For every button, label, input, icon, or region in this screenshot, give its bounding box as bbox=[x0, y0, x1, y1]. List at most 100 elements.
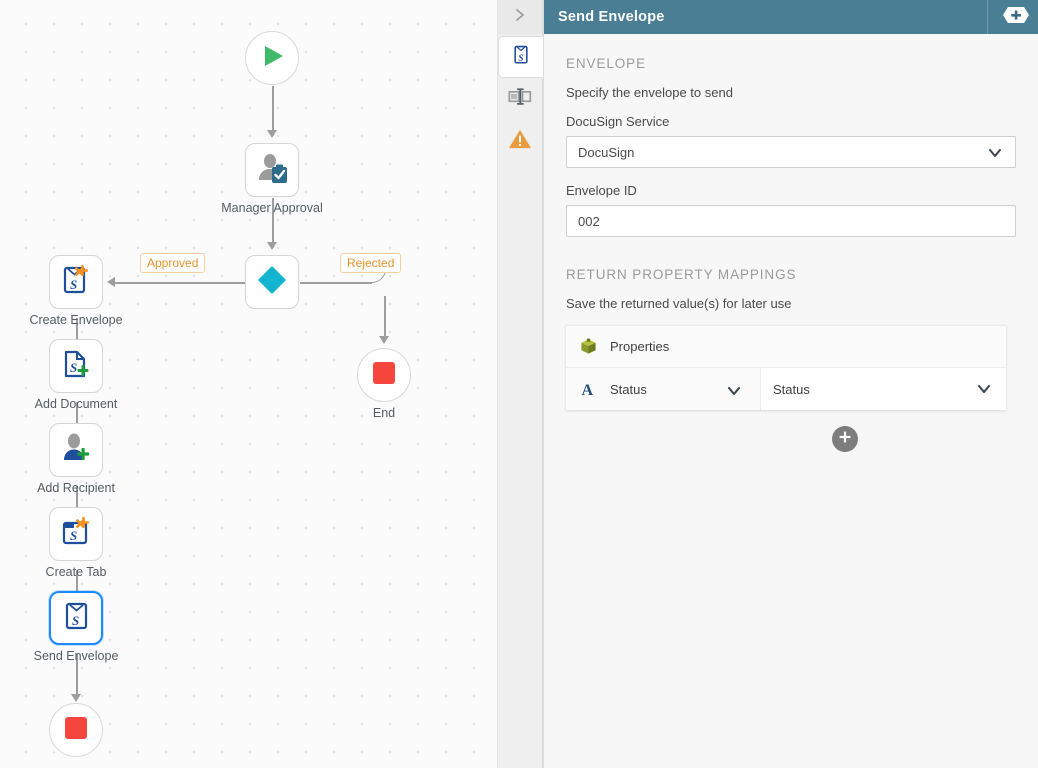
envelope-section-title: ENVELOPE bbox=[566, 56, 646, 71]
arrowhead-send-envelope-to-end bbox=[71, 694, 81, 702]
add-mapping-button[interactable] bbox=[832, 426, 858, 452]
plus-icon bbox=[837, 429, 853, 450]
node-end-rejected[interactable]: End bbox=[357, 348, 411, 420]
send-envelope-icon: S bbox=[59, 599, 93, 638]
chevron-down-icon bbox=[987, 146, 1003, 165]
envelope-id-value: 002 bbox=[578, 213, 600, 229]
mapping-source-select[interactable]: A Status bbox=[580, 380, 760, 398]
play-icon bbox=[257, 41, 287, 76]
node-add-recipient[interactable]: Add Recipient bbox=[37, 423, 115, 495]
node-end-approved[interactable] bbox=[49, 703, 103, 757]
node-label: Add Recipient bbox=[37, 481, 115, 495]
mappings-section-title: RETURN PROPERTY MAPPINGS bbox=[566, 267, 797, 282]
node-create-envelope[interactable]: S Create Envelope bbox=[29, 255, 123, 327]
node-add-document[interactable]: S Add Document bbox=[35, 339, 117, 411]
add-node-button[interactable] bbox=[987, 0, 1030, 34]
svg-text:S: S bbox=[70, 360, 77, 375]
edge-create-envelope-to-add-document bbox=[76, 318, 78, 348]
arrowhead-approval-to-decision bbox=[267, 242, 277, 250]
node-label: Create Tab bbox=[45, 565, 107, 579]
node-decision[interactable] bbox=[245, 255, 299, 309]
docusign-service-label: DocuSign Service bbox=[566, 114, 670, 129]
mappings-header-row: Properties bbox=[566, 326, 1006, 368]
envelope-section-description: Specify the envelope to send bbox=[566, 85, 733, 100]
panel-body: ENVELOPE Specify the envelope to send Do… bbox=[544, 34, 1038, 452]
panel-header: Send Envelope bbox=[544, 0, 1038, 34]
node-send-envelope[interactable]: S Send Envelope bbox=[34, 591, 118, 663]
add-document-icon: S bbox=[59, 347, 93, 386]
page-title: Send Envelope bbox=[558, 9, 665, 25]
workflow-canvas[interactable]: Manager Approval Approved Rejected End bbox=[0, 0, 497, 768]
node-create-tab[interactable]: S Create Tab bbox=[46, 507, 106, 579]
node-label: Create Envelope bbox=[29, 313, 123, 327]
node-label: Manager Approval bbox=[221, 201, 323, 215]
edge-add-recipient-to-create-tab bbox=[76, 486, 78, 516]
node-manager-approval-shape[interactable] bbox=[245, 143, 299, 197]
stop-icon bbox=[370, 359, 398, 392]
edge-create-tab-to-send-envelope bbox=[76, 570, 78, 600]
collapse-panel-button[interactable] bbox=[498, 0, 542, 34]
node-end-approved-shape[interactable] bbox=[49, 703, 103, 757]
svg-text:S: S bbox=[70, 528, 77, 543]
node-create-tab-shape[interactable]: S bbox=[49, 507, 103, 561]
chevron-down-icon bbox=[976, 382, 992, 401]
edge-decision-to-end bbox=[300, 282, 372, 284]
docusign-service-select[interactable]: DocuSign bbox=[566, 136, 1016, 168]
node-add-document-shape[interactable]: S bbox=[49, 339, 103, 393]
sidebar-item-envelope-properties[interactable]: S bbox=[498, 36, 543, 78]
svg-text:S: S bbox=[518, 52, 523, 62]
resize-properties-icon bbox=[508, 87, 532, 112]
svg-text:A: A bbox=[582, 382, 594, 398]
branch-label-approved: Approved bbox=[140, 253, 206, 273]
add-recipient-icon bbox=[59, 431, 93, 470]
user-approval-icon bbox=[255, 151, 289, 190]
edge-start-to-approval bbox=[272, 86, 274, 132]
arrowhead-start-to-approval bbox=[267, 130, 277, 138]
edge-send-envelope-to-end bbox=[76, 654, 78, 698]
branch-label-rejected: Rejected bbox=[340, 253, 402, 273]
chevron-right-icon bbox=[512, 7, 528, 28]
envelope-id-label: Envelope ID bbox=[566, 183, 637, 198]
node-add-recipient-shape[interactable] bbox=[49, 423, 103, 477]
panel-tab-rail: S bbox=[498, 36, 543, 162]
sidebar-item-warnings[interactable] bbox=[498, 120, 542, 162]
node-create-envelope-shape[interactable]: S bbox=[49, 255, 103, 309]
sidebar-item-display-properties[interactable] bbox=[498, 78, 542, 120]
node-manager-approval[interactable]: Manager Approval bbox=[221, 143, 323, 215]
edge-approval-to-decision bbox=[272, 198, 274, 244]
table-row: A Status Status bbox=[566, 368, 1006, 410]
chevron-down-icon bbox=[726, 384, 742, 403]
stop-icon bbox=[62, 714, 90, 747]
mapping-target-select[interactable]: Status bbox=[760, 368, 1006, 410]
node-start-shape[interactable] bbox=[245, 31, 299, 85]
edge-decision-to-create-envelope bbox=[112, 282, 246, 284]
node-send-envelope-shape[interactable]: S bbox=[49, 591, 103, 645]
node-label: Add Document bbox=[34, 397, 118, 411]
properties-box-icon bbox=[580, 338, 604, 355]
add-node-icon bbox=[1002, 6, 1030, 29]
mappings-section-description: Save the returned value(s) for later use bbox=[566, 296, 792, 311]
string-type-icon: A bbox=[580, 380, 604, 398]
mapping-target-value: Status bbox=[773, 381, 810, 397]
mapping-source-value: Status bbox=[610, 381, 647, 397]
envelope-id-input[interactable]: 002 bbox=[566, 205, 1016, 237]
edge-add-document-to-add-recipient bbox=[76, 402, 78, 432]
decision-diamond-icon bbox=[255, 263, 289, 302]
create-tab-icon: S bbox=[59, 515, 93, 554]
arrowhead-decision-to-end bbox=[379, 336, 389, 344]
node-decision-shape[interactable] bbox=[245, 255, 299, 309]
warning-triangle-icon bbox=[508, 128, 532, 155]
svg-text:S: S bbox=[70, 277, 77, 292]
node-start[interactable] bbox=[245, 31, 299, 85]
panel-gutter: S bbox=[497, 0, 543, 768]
svg-text:S: S bbox=[72, 613, 79, 628]
create-envelope-icon: S bbox=[59, 263, 93, 302]
node-label: Send Envelope bbox=[33, 649, 119, 663]
return-property-mappings-card: Properties A Status bbox=[566, 325, 1006, 410]
docusign-service-value: DocuSign bbox=[578, 144, 635, 160]
edge-rejected-down bbox=[384, 296, 386, 338]
properties-panel: Send Envelope ENVELOPE Specify the envel… bbox=[543, 0, 1038, 768]
node-end-rejected-shape[interactable] bbox=[357, 348, 411, 402]
envelope-document-icon: S bbox=[510, 44, 532, 71]
